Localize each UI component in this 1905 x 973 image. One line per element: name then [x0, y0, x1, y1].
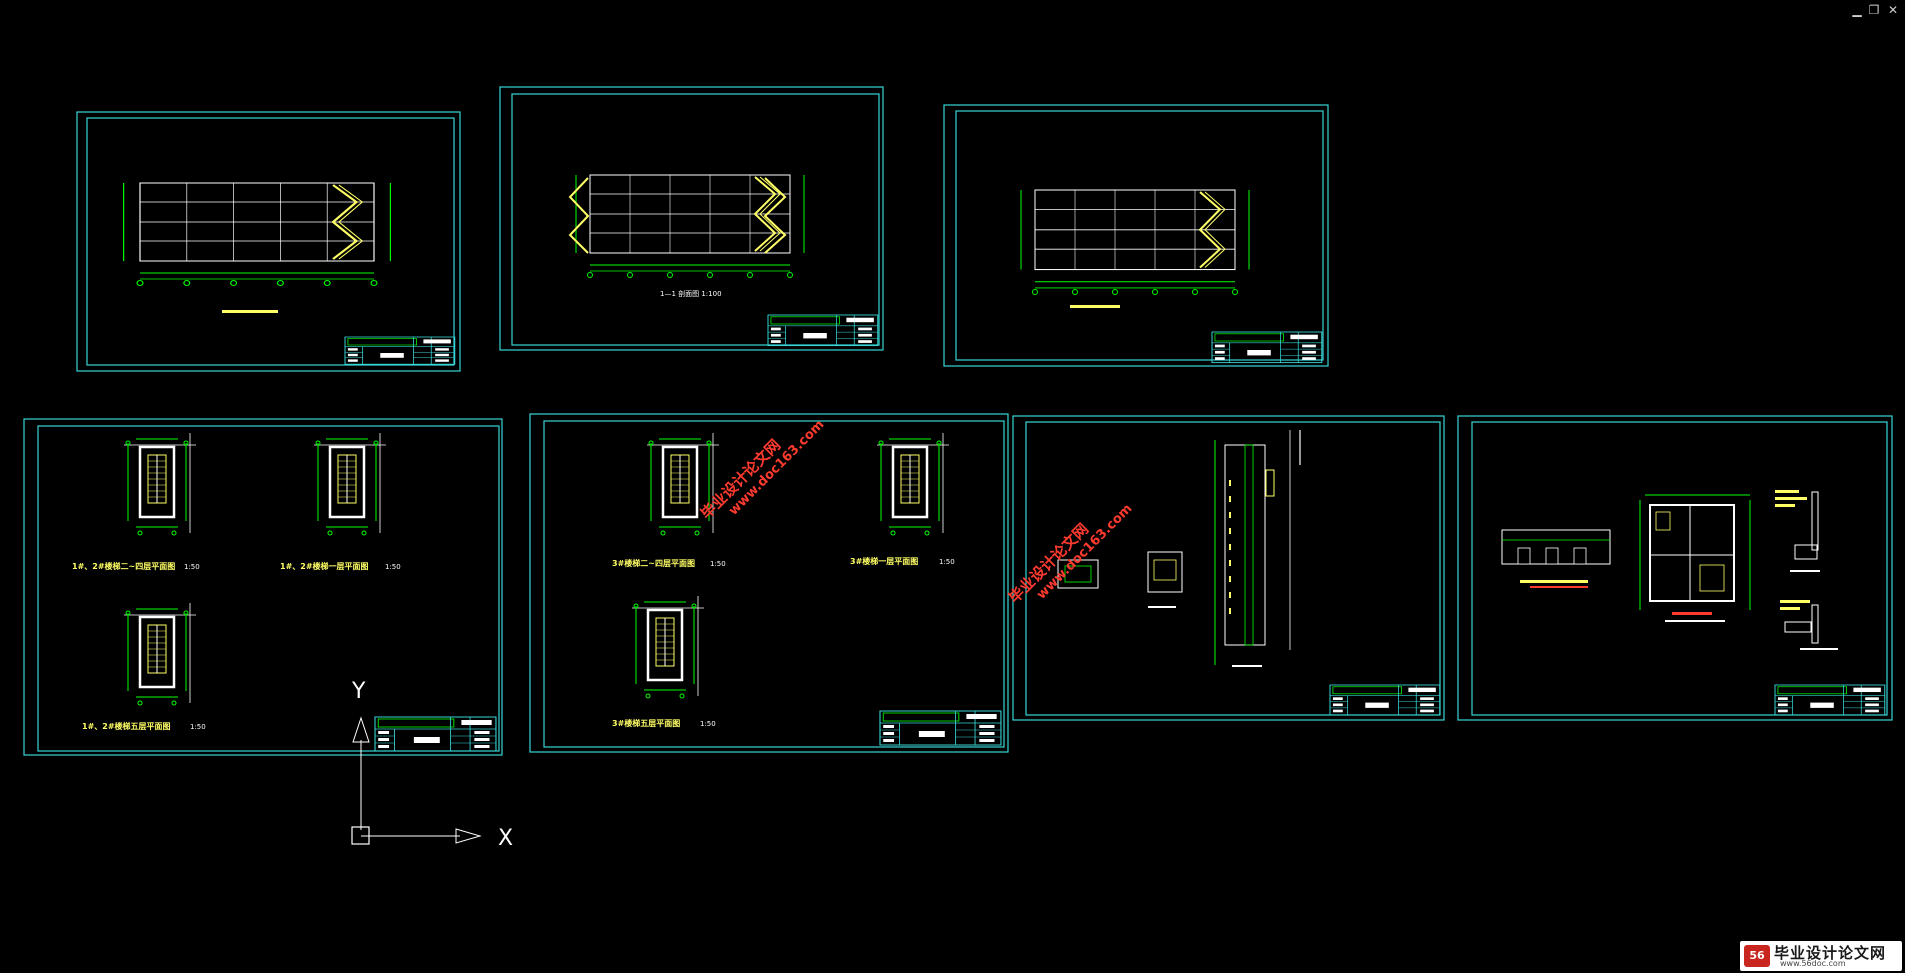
logo-url: www.56doc.com — [1780, 959, 1846, 968]
sheet-section[interactable]: 1—1 剖面图 1:100 — [499, 86, 884, 351]
ucs-x-label: X — [498, 826, 513, 851]
logo-title: 毕业设计论文网 — [1774, 944, 1887, 962]
sheet-elevation-a[interactable] — [76, 111, 461, 372]
stair-plan-scale-1: 1:50 — [184, 563, 200, 571]
logo-badge-icon: 56 — [1744, 945, 1770, 967]
restore-icon[interactable]: ❐ — [1868, 3, 1880, 17]
sheet-stair-plans-1[interactable]: 1#、2#楼梯二~四层平面图 1:50 1#、2#楼梯一层平面图 1:50 1#… — [23, 418, 503, 756]
section-label: 1—1 剖面图 1:100 — [660, 289, 722, 298]
stair-plan-label-3: 1#、2#楼梯五层平面图 — [82, 721, 171, 731]
ucs-y-label: Y — [351, 679, 366, 704]
minimize-icon[interactable]: ▁ — [1852, 3, 1862, 17]
watermark-1: 毕业设计论文网 www.doc163.com — [697, 417, 827, 523]
stair-plan-label-1: 1#、2#楼梯二~四层平面图 — [72, 561, 175, 571]
stair3-plan-scale-1: 1:50 — [710, 560, 726, 568]
close-icon[interactable]: ✕ — [1887, 3, 1899, 17]
sheet-elevation-b[interactable] — [943, 104, 1329, 367]
site-logo: 56 毕业设计论文网 www.56doc.com — [1740, 941, 1902, 971]
stair-plan-scale-2: 1:50 — [385, 563, 401, 571]
sheet-stair-plans-3[interactable]: 3#楼梯二~四层平面图 1:50 3#楼梯一层平面图 1:50 3#楼梯五层平面… — [529, 413, 1009, 753]
ucs-icon: Y X — [351, 679, 513, 851]
stair3-plan-scale-2: 1:50 — [939, 558, 955, 566]
stair3-plan-label-3: 3#楼梯五层平面图 — [612, 718, 680, 728]
watermark-2: 毕业设计论文网 www.doc163.com — [1005, 501, 1135, 607]
sheet-details[interactable] — [1012, 415, 1445, 721]
stair-plan-scale-3: 1:50 — [190, 723, 206, 731]
stair-plan-label-2: 1#、2#楼梯一层平面图 — [280, 561, 369, 571]
stair3-plan-scale-3: 1:50 — [700, 720, 716, 728]
stair3-plan-label-2: 3#楼梯一层平面图 — [850, 556, 918, 566]
sheet-toilet[interactable] — [1457, 415, 1893, 721]
stair3-plan-label-1: 3#楼梯二~四层平面图 — [612, 558, 695, 568]
